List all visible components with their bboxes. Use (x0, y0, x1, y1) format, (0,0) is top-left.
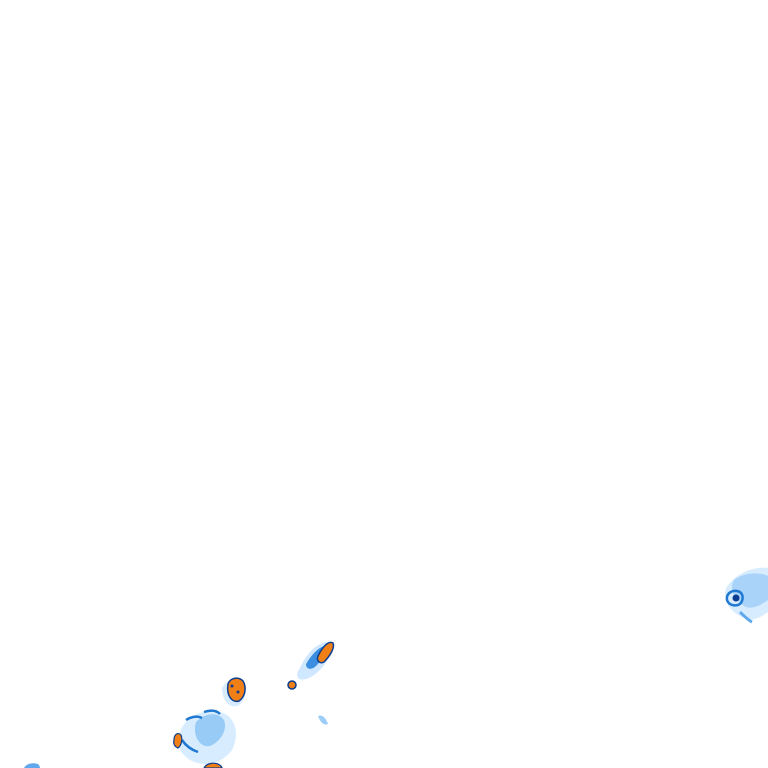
precip-dot (230, 684, 234, 688)
precip-core (732, 594, 740, 602)
precip-trace (24, 763, 40, 768)
precip-strong-streak (203, 709, 221, 715)
precip-strong-streak (185, 715, 203, 722)
precip-cell-center-north (287, 641, 335, 725)
precip-strong-streak (180, 739, 199, 754)
precip-trace (318, 715, 328, 725)
precip-dot (236, 690, 240, 694)
precip-streak (738, 610, 753, 624)
precip-heavy-core (173, 733, 183, 749)
precip-cell-southwest (173, 709, 236, 768)
precip-strong-ring (725, 589, 744, 607)
precip-cell-far-southwest (24, 763, 40, 768)
precip-heavy-core (316, 641, 335, 664)
precip-cell-center-west (222, 677, 246, 707)
precip-cell-east (725, 567, 768, 624)
precip-medium-area (194, 714, 226, 747)
precip-medium-area (731, 573, 768, 608)
precip-heavy-core (226, 677, 246, 703)
precip-small-cell (287, 680, 297, 690)
